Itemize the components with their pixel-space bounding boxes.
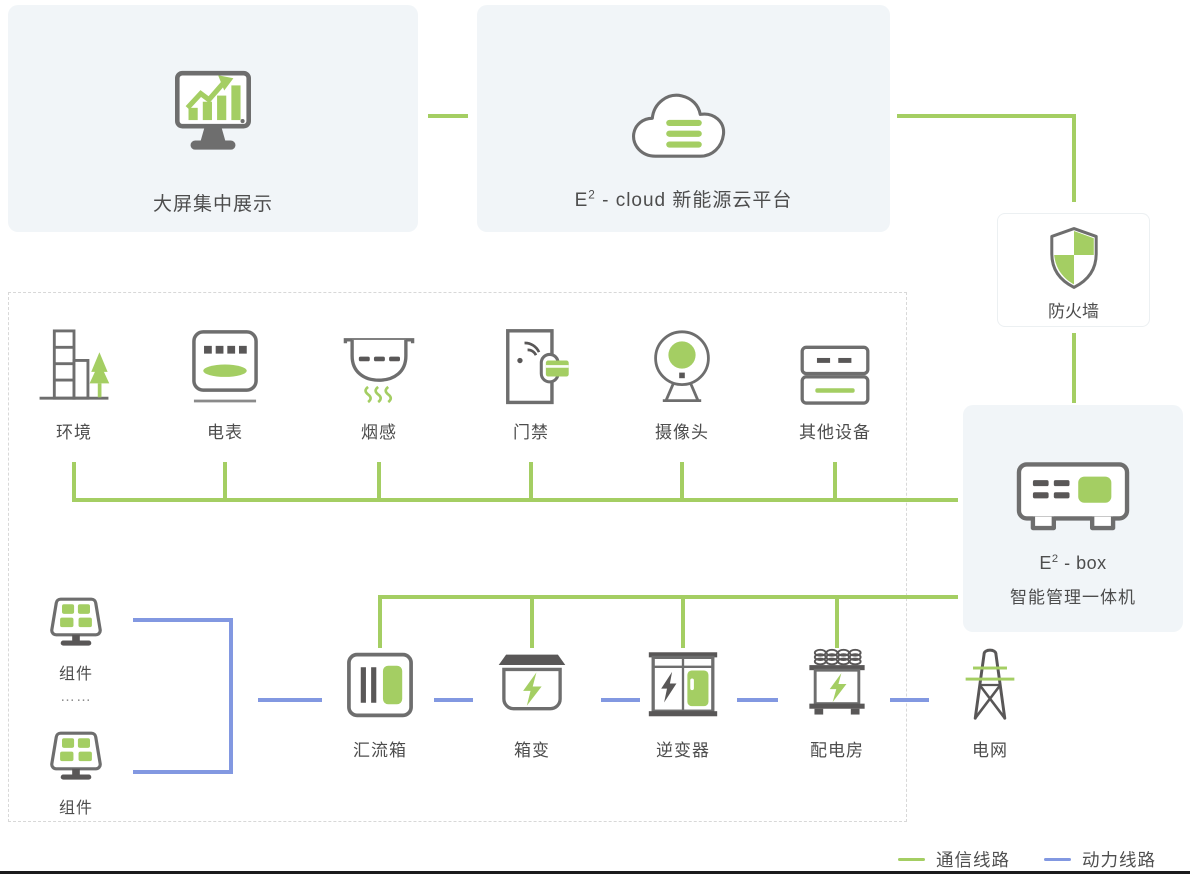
chain-node-distribution: 配电房 [782,646,892,761]
device-label: 其他设备 [799,423,871,442]
comm-stub-meter [223,462,227,502]
device-node-other: 其他设备 [780,326,890,443]
power-line-bracket-bottom [133,770,233,774]
legend-communication-label: 通信线路 [936,850,1010,870]
transmission-tower-icon [959,646,1021,724]
camera-icon [642,326,722,408]
power-line-modules-combiner [258,698,322,702]
comm-line-firewall-e2box [1072,333,1076,403]
power-line-bracket-top [133,618,233,622]
window-bottom-edge [0,871,1190,874]
power-line-transformer-inverter [601,698,640,702]
grid-node: 电网 [935,646,1045,761]
comm-bus-top [72,498,958,502]
e2box-device-icon [1012,447,1134,543]
power-line-combiner-transformer [434,698,473,702]
cloud-card-label: E2 - cloud 新能源云平台 [575,185,793,212]
comm-stub-distribution [835,597,839,648]
inverter-icon [643,646,723,722]
cloud-platform-card: E2 - cloud 新能源云平台 [477,5,890,232]
power-line-distribution-grid [890,698,929,702]
chain-node-transformer: 箱变 [477,646,587,761]
display-card-label: 大屏集中展示 [152,194,273,215]
comm-line-display-cloud [428,114,468,118]
e2box-name-prefix: E [1039,553,1052,573]
device-label: 烟感 [361,423,397,442]
e2box-subtitle: 智能管理一体机 [1010,588,1136,607]
comm-stub-smoke [377,462,381,502]
device-section-border [8,292,907,822]
communication-line-swatch [898,857,925,862]
chain-label: 汇流箱 [353,741,407,760]
other-devices-icon [794,326,876,408]
cloud-name-sup: 2 [588,188,596,202]
e2box-name: E2 - box [1039,553,1106,574]
legend: 通信线路 动力线路 [898,847,1156,872]
module-ellipsis: …… [60,688,92,705]
e2box-card: E2 - box 智能管理一体机 [963,405,1183,632]
firewall-shield-icon [1044,223,1104,291]
device-node-meter: 电表 [170,326,280,443]
module-label: 组件 [58,800,93,817]
chain-label: 配电房 [810,741,864,760]
comm-stub-camera [680,462,684,502]
module-node-top: 组件 [20,594,132,684]
device-label: 环境 [56,423,92,442]
solar-panel-icon [44,594,108,652]
chain-label: 箱变 [514,741,550,760]
chain-node-combiner: 汇流箱 [325,646,435,761]
module-label: 组件 [58,666,93,683]
e2box-name-rest: - box [1058,553,1107,573]
legend-power: 动力线路 [1044,847,1156,872]
firewall-label: 防火墙 [1048,302,1099,321]
device-label: 门禁 [513,423,549,442]
device-label: 电表 [207,423,243,442]
building-tree-icon [33,326,115,408]
device-label: 摄像头 [655,423,709,442]
comm-line-cloud-right [897,114,1076,118]
smoke-sensor-icon [337,326,421,408]
legend-communication: 通信线路 [898,847,1010,872]
firewall-card: 防火墙 [997,213,1150,327]
distribution-room-icon [797,646,877,722]
device-node-environment: 环境 [19,326,129,443]
monitor-chart-icon [162,35,264,167]
power-line-swatch [1044,857,1071,862]
cloud-name-prefix: E [574,190,589,211]
comm-stub-combiner [378,597,382,648]
comm-line-down-to-firewall [1072,114,1076,202]
chain-label: 逆变器 [656,741,710,760]
power-line-inverter-distribution [737,698,778,702]
display-card: 大屏集中展示 [8,5,418,232]
device-node-smoke: 烟感 [324,326,434,443]
comm-stub-environment [72,462,76,502]
comm-stub-transformer [530,597,534,648]
access-control-icon [491,326,571,408]
box-transformer-icon [491,646,573,722]
comm-stub-other [833,462,837,502]
grid-label: 电网 [972,741,1008,760]
device-node-camera: 摄像头 [627,326,737,443]
e2box-name-sup: 2 [1051,553,1059,565]
solar-panel-icon [44,728,108,786]
electric-meter-icon [186,326,264,408]
comm-stub-access [529,462,533,502]
legend-power-label: 动力线路 [1082,850,1156,870]
combiner-box-icon [343,646,417,722]
chain-node-inverter: 逆变器 [628,646,738,761]
module-node-bottom: 组件 [20,728,132,818]
comm-stub-inverter [681,597,685,648]
cloud-icon [626,43,742,169]
comm-bus-bottom [378,595,958,599]
cloud-name-rest: - cloud 新能源云平台 [595,190,793,211]
device-node-access: 门禁 [476,326,586,443]
power-line-bracket-vertical [229,618,233,774]
